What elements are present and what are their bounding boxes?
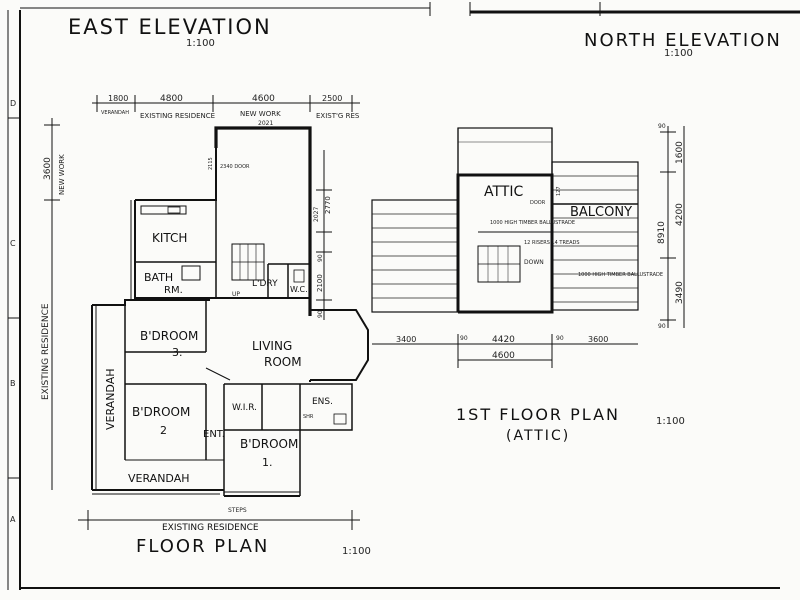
room-shower: SHR (303, 414, 314, 420)
first-floor-subtitle: (ATTIC) (506, 428, 570, 444)
dim-top-existing-res: EXIST'G RES (316, 112, 360, 120)
attic-dim-bottom-5: 3600 (588, 335, 608, 344)
border-letter-b: B (10, 379, 16, 388)
dim-right-4: 2100 (316, 274, 324, 292)
sheet-border: D C B A (7, 2, 800, 590)
room-bedroom-2-num: 2 (160, 424, 167, 437)
first-floor-scale: 1:100 (656, 416, 685, 427)
attic-dim-right-b: 90 (658, 323, 666, 330)
timber-ballustrade-1: 1000 HIGH TIMBER BALLUSTRADE (490, 220, 575, 226)
room-bedroom-3-num: 3. (172, 346, 183, 359)
dim-left-new-work: NEW WORK (58, 154, 66, 195)
dim-top-4: 2500 (322, 94, 342, 103)
room-wc: W.C. (290, 285, 308, 294)
steps-label: STEPS (228, 507, 247, 514)
timber-ballustrade-2: 1000 HIGH TIMBER BALLUSTRADE (578, 272, 663, 278)
stairs-up-label: UP (232, 291, 240, 298)
attic-plan: ATTIC BALCONY 1000 HIGH TIMBER BALLUSTRA… (371, 123, 685, 368)
room-bedroom-1-num: 1. (262, 456, 273, 469)
attic-dim-bottom-2: 90 (460, 335, 468, 342)
north-elevation-title: NORTH ELEVATION (584, 30, 782, 51)
attic-dim-right-total: 8910 (657, 221, 667, 244)
door-label: 2340 DOOR (220, 164, 250, 170)
east-elevation-title: EAST ELEVATION (68, 15, 272, 39)
dim-top-3: 4600 (252, 94, 275, 104)
first-floor-title: 1ST FLOOR PLAN (456, 405, 620, 424)
attic-dim-bottom-1: 3400 (396, 335, 416, 344)
dim-top-new-work-year: 2021 (258, 120, 273, 127)
attic-dim-bottom-4: 90 (556, 335, 564, 342)
border-letter-a: A (10, 515, 16, 524)
floor-plan-title: FLOOR PLAN (136, 536, 269, 557)
risers-label: 12 RISERS 14 TREADS (524, 240, 580, 246)
border-letter-c: C (10, 239, 16, 248)
floor-plan-scale: 1:100 (342, 546, 371, 557)
room-bath: BATH (144, 271, 173, 284)
room-bedroom-2: B'DROOM (132, 405, 190, 419)
attic-dim-right-a: 90 (658, 123, 666, 130)
room-kitchen: KITCH (152, 231, 187, 245)
room-ensuite: ENS. (312, 397, 333, 407)
room-living-2: ROOM (264, 355, 302, 369)
dim-left-existing: EXISTING RESIDENCE (41, 303, 51, 400)
room-bedroom-3: B'DROOM (140, 329, 198, 343)
attic-door-label: DOOR (530, 200, 546, 206)
dim-top-new-work: NEW WORK (240, 110, 281, 118)
room-bedroom-1: B'DROOM (240, 437, 298, 451)
dim-top-2: 4800 (160, 94, 183, 104)
dim-top-1: 1800 (108, 94, 128, 103)
dim-right-2: 2027 (313, 207, 320, 222)
bottom-existing-residence: EXISTING RESIDENCE (162, 523, 259, 533)
room-wir: W.I.R. (232, 403, 257, 413)
door-dim: 2115 (208, 157, 214, 170)
attic-127: 127 (556, 186, 562, 196)
room-bath-rm: RM. (164, 285, 183, 296)
floor-plan: 1800 4800 4600 2500 VERANDAH EXISTING RE… (41, 94, 369, 533)
attic-dim-bottom-total: 4600 (492, 351, 515, 361)
dim-right-1: 2770 (324, 196, 332, 214)
balcony-label: BALCONY (570, 205, 632, 220)
attic-dim-bottom-3: 4420 (492, 335, 515, 345)
room-verandah-side: VERANDAH (104, 369, 117, 431)
room-laundry: L'DRY (252, 279, 278, 289)
dim-right-3: 90 (317, 254, 324, 262)
north-elevation-scale: 1:100 (664, 48, 693, 59)
dim-left-1: 3600 (43, 157, 53, 180)
dim-top-veranda: VERANDAH (101, 110, 129, 116)
attic-dim-right-3: 3490 (675, 281, 685, 304)
attic-label: ATTIC (484, 184, 523, 200)
east-elevation-scale: 1:100 (186, 38, 215, 49)
attic-dim-right-2: 4200 (675, 203, 685, 226)
border-letter-d: D (10, 99, 16, 108)
room-living: LIVING (252, 339, 292, 353)
dim-right-5: 90 (317, 310, 324, 318)
down-label: DOWN (524, 259, 544, 266)
room-verandah: VERANDAH (128, 472, 190, 485)
attic-dim-right-1: 1600 (675, 141, 685, 164)
dim-top-existing: EXISTING RESIDENCE (140, 112, 215, 120)
room-entry: ENT. (203, 429, 225, 440)
